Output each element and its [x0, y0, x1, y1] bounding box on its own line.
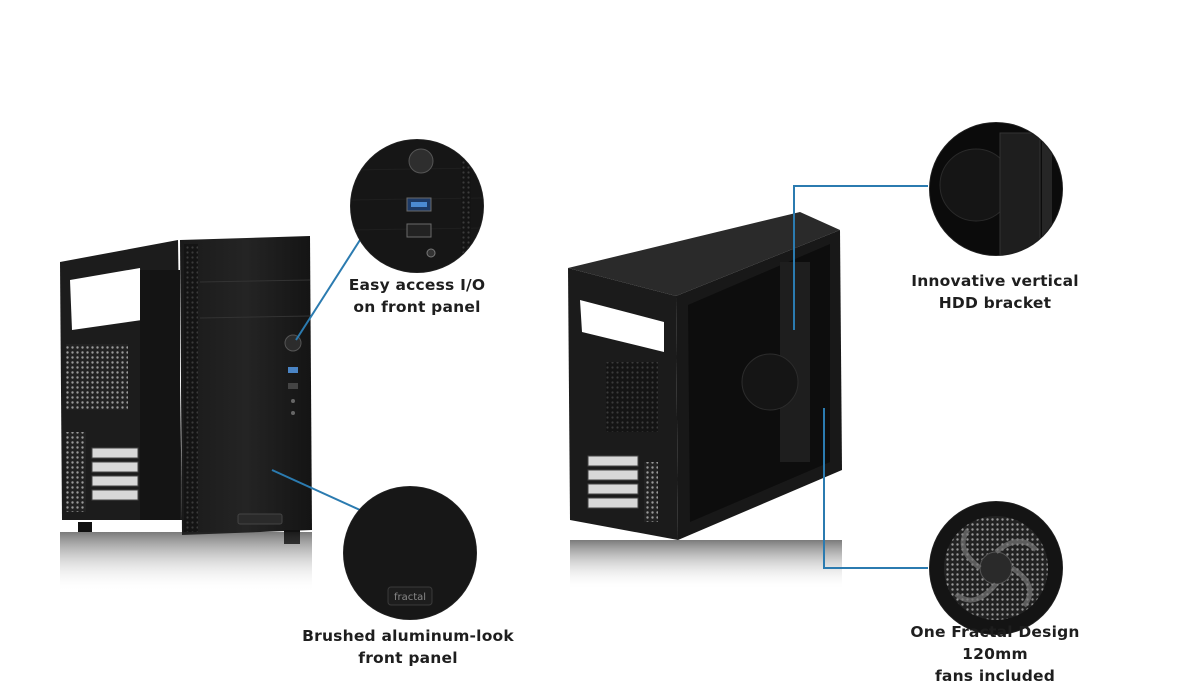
fan-detail-circle: [930, 502, 1062, 634]
caption-front-panel-line2: front panel: [358, 649, 458, 667]
caption-fan-line2: fans included: [934, 667, 1056, 685]
caption-fan-line1: One Fractal Design 120mm: [910, 623, 1080, 663]
right-case-image: [568, 212, 842, 590]
front-panel-detail-circle: fractal: [344, 487, 476, 619]
caption-front-io: Easy access I/O on front panel: [332, 274, 502, 318]
leader-lines: [271, 185, 928, 569]
left-case-image: [60, 236, 312, 592]
front-io-detail-circle: [351, 140, 483, 272]
caption-front-panel-line1: Brushed aluminum-look: [302, 627, 514, 645]
hdd-bracket-detail-circle: [930, 123, 1062, 255]
caption-fan: One Fractal Design 120mm fans included: [880, 621, 1110, 687]
caption-hdd-bracket: Innovative vertical HDD bracket: [905, 270, 1085, 314]
caption-front-panel: Brushed aluminum-look front panel: [298, 625, 518, 669]
caption-front-io-line2: on front panel: [353, 298, 481, 316]
caption-front-io-line1: Easy access I/O: [348, 276, 486, 294]
caption-hdd-bracket-line2: HDD bracket: [938, 294, 1052, 312]
fractal-logo: fractal: [394, 592, 426, 603]
caption-hdd-bracket-line1: Innovative vertical: [911, 272, 1079, 290]
